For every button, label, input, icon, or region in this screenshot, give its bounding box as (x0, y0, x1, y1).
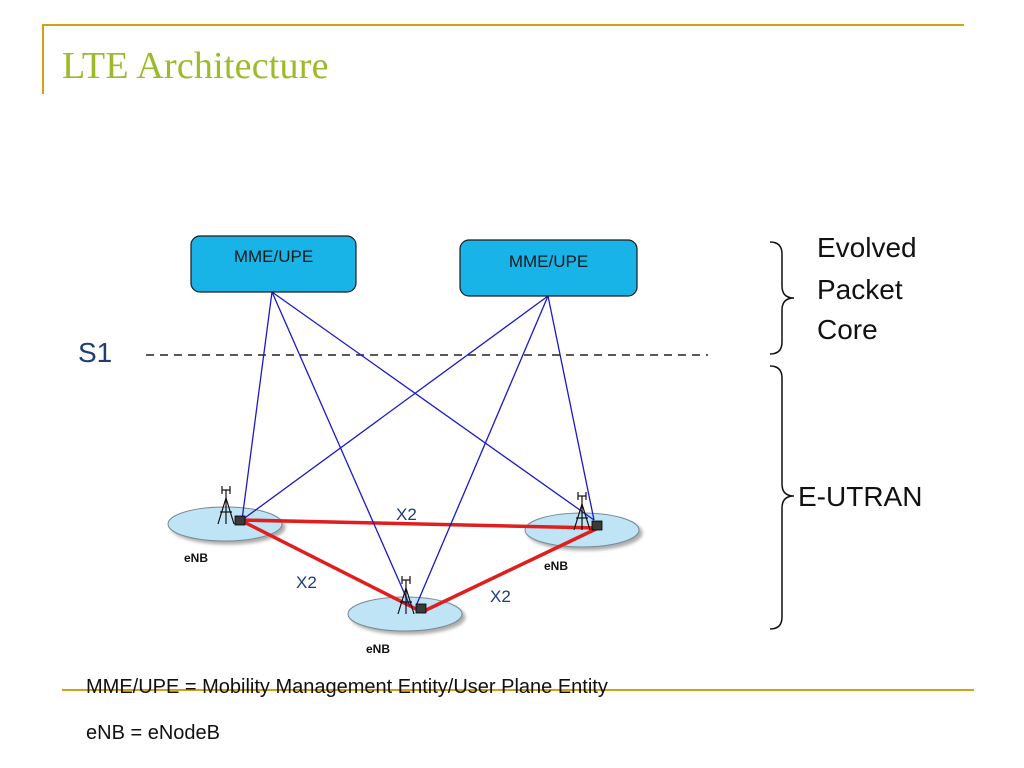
slide-title: LTE Architecture (62, 45, 329, 87)
footer-line (62, 689, 974, 691)
eutran-label: E-UTRAN (798, 481, 922, 512)
antenna-tower-icon (217, 486, 235, 525)
s1-label: S1 (78, 337, 112, 368)
x2-link-left-right (239, 518, 599, 530)
eutran-brace (769, 365, 795, 630)
x2-label-right: X2 (490, 587, 511, 606)
enb-cell-left (167, 506, 283, 542)
mme-upe-label-1: MME/UPE (234, 247, 313, 266)
enb-label-bottom: eNB (366, 642, 390, 656)
footer-note-enb: eNB = eNodeB (86, 722, 220, 744)
epc-brace (769, 241, 795, 355)
s1-link-mme1-enb-left (241, 291, 273, 521)
enb-label-right: eNB (544, 559, 568, 573)
frame-left-line (42, 24, 44, 94)
mme-upe-node-2: MME/UPE (459, 239, 638, 297)
epc-label-line-3: Core (817, 314, 878, 345)
footer-note-mme: MME/UPE = Mobility Management Entity/Use… (86, 676, 608, 698)
s1-link-mme2-enb-right (547, 295, 595, 521)
x2-link-left-bottom (239, 518, 423, 614)
s1-link-mme2-enb-bottom (415, 295, 549, 607)
epc-label-line-2: Packet (817, 274, 903, 305)
antenna-tower-icon (397, 576, 415, 615)
s1-link-mme1-enb-bottom (271, 291, 411, 607)
enb-left: eNB (184, 486, 246, 565)
x2-link-bottom-right (421, 526, 599, 614)
mme-upe-node-1: MME/UPE (190, 235, 357, 293)
s1-link-mme1-enb-right (271, 291, 595, 521)
enb-bottom: eNB (366, 576, 427, 656)
enb-right: eNB (544, 492, 603, 573)
enb-label-left: eNB (184, 551, 208, 565)
enb-base-unit (591, 520, 603, 531)
x2-label-left: X2 (296, 573, 317, 592)
enb-base-unit (415, 603, 427, 614)
x2-label-top: X2 (396, 505, 417, 524)
epc-label: Evolved Packet Core (817, 232, 924, 345)
s1-link-mme2-enb-left (241, 295, 549, 521)
frame-top-line (42, 24, 964, 26)
mme-upe-label-2: MME/UPE (509, 252, 588, 271)
antenna-tower-icon (573, 492, 591, 531)
epc-label-line-1: Evolved (817, 232, 917, 263)
enb-base-unit (234, 515, 246, 526)
